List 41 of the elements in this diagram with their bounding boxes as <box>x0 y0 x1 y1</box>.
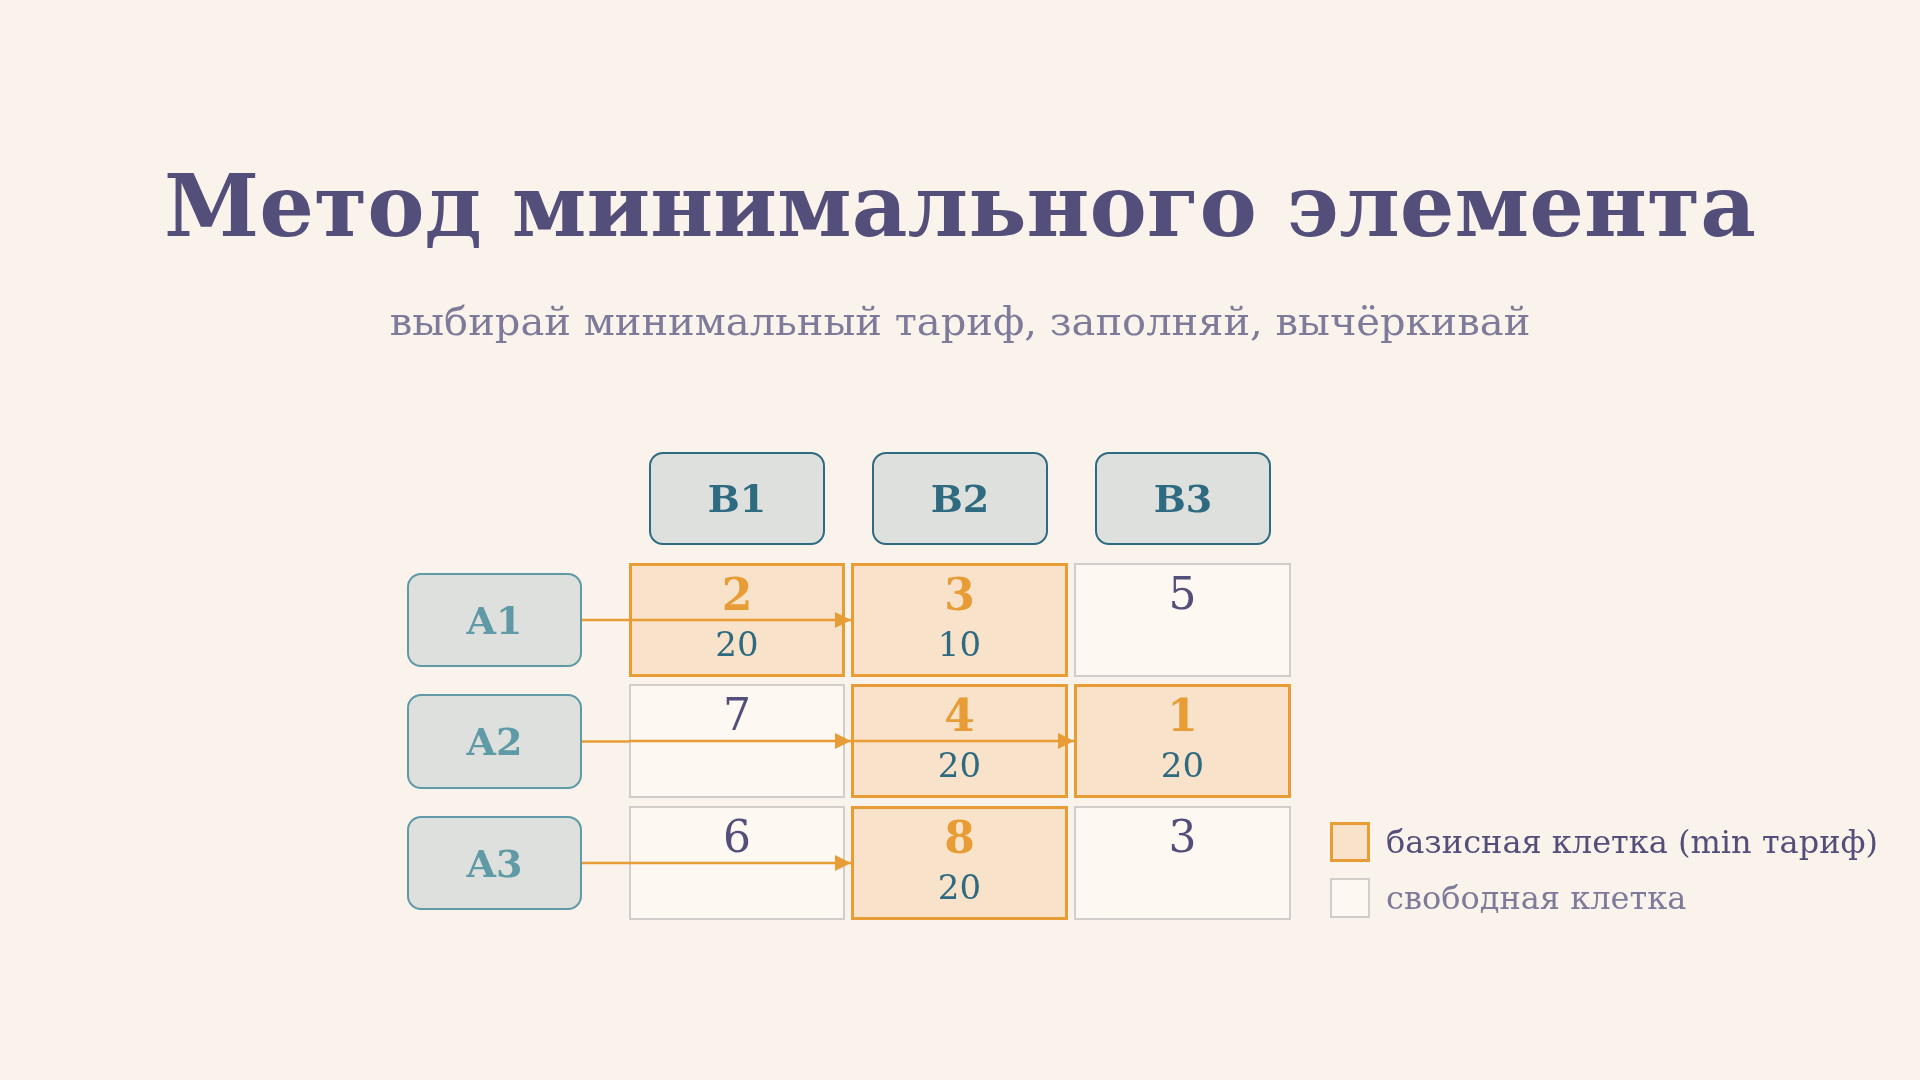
arrow <box>629 733 851 749</box>
destination-header <box>872 452 1048 545</box>
tariff-value: 8 <box>944 813 975 863</box>
node-label: B1 <box>707 476 767 521</box>
destination-header <box>1095 452 1271 545</box>
allocation-value: 20 <box>715 624 759 664</box>
tariff-value: 7 <box>723 690 751 740</box>
basis-cell <box>1074 684 1291 798</box>
basis-cell <box>851 684 1068 798</box>
tariff-value: 3 <box>944 570 975 620</box>
basis-cell <box>851 563 1068 677</box>
basis-cell <box>851 806 1068 920</box>
tariff-value: 6 <box>723 812 751 862</box>
subtitle: выбирай минимальный тариф, заполняй, вычёркивай <box>388 298 1532 344</box>
tariff-value: 5 <box>1168 569 1197 619</box>
allocation-value: 20 <box>937 745 982 785</box>
basis-cell <box>629 563 845 677</box>
destination-header <box>649 452 825 545</box>
title: Метод минимального элемента <box>163 155 1757 256</box>
supplier-box <box>407 573 582 667</box>
free-cell <box>1074 563 1291 677</box>
tariff-value: 4 <box>944 691 975 741</box>
supplier-box <box>407 694 582 789</box>
arrow <box>629 855 851 871</box>
tariff-value: 2 <box>721 570 753 620</box>
node-label: A3 <box>466 840 523 886</box>
legend-label: свободная клетка <box>1386 879 1687 917</box>
supplier-box <box>407 816 582 910</box>
legend-label: базисная клетка (min тариф) <box>1386 823 1878 861</box>
tariff-value: 3 <box>1168 812 1197 862</box>
node-label: A2 <box>466 719 523 764</box>
allocation-value: 10 <box>937 624 982 664</box>
free-cell <box>1074 806 1291 920</box>
free-cell <box>629 806 845 920</box>
allocation-value: 20 <box>937 867 982 907</box>
free-cell <box>629 684 845 798</box>
node-label: A1 <box>466 597 523 643</box>
node-label: B2 <box>930 476 990 521</box>
tariff-value: 1 <box>1167 691 1198 741</box>
node-label: B3 <box>1153 476 1213 521</box>
allocation-value: 20 <box>1160 745 1205 785</box>
